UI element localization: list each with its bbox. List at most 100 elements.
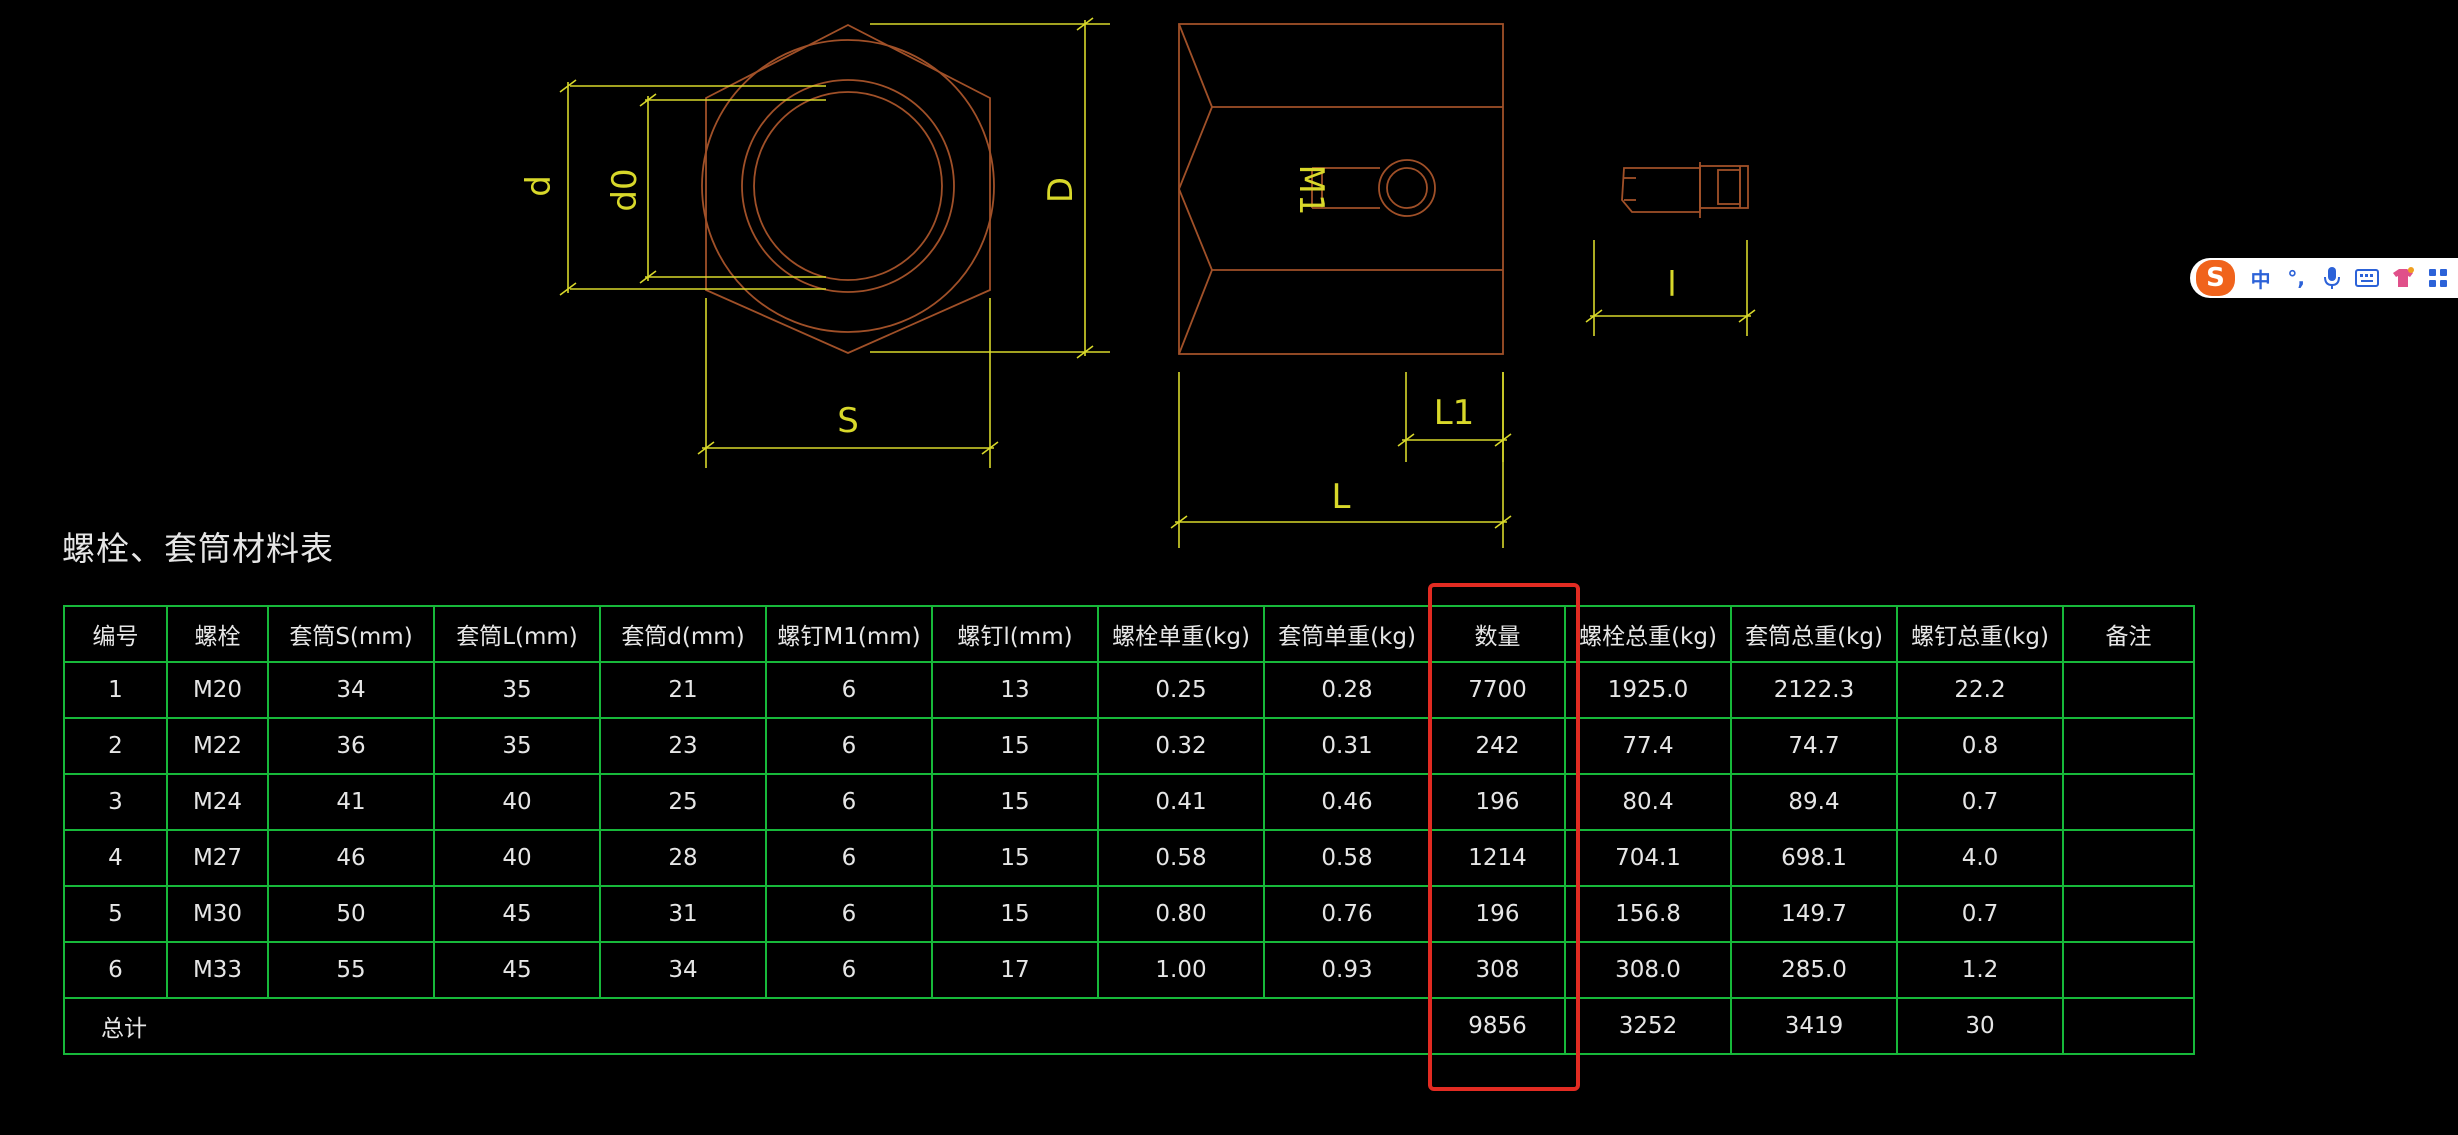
table-cell: 15 [931,773,1099,831]
table-cell: 25 [599,773,767,831]
table-cell: 74.7 [1730,717,1898,775]
table-cell: 15 [931,829,1099,887]
keyboard-icon[interactable] [2351,261,2383,295]
table-cell: 50 [267,885,435,943]
header-cell: 螺栓总重(kg) [1564,605,1732,663]
table-header-row: 编号 螺栓 套筒S(mm) 套筒L(mm) 套筒d(mm) 螺钉M1(mm) 螺… [63,605,2195,663]
table-cell: 6 [765,773,933,831]
table-cell: 0.41 [1097,773,1265,831]
header-cell: 螺栓 [166,605,269,663]
total-quantity: 9856 [1429,997,1566,1055]
table-cell: 1214 [1429,829,1566,887]
table-row: 2 M22 36 35 23 6 15 0.32 0.31 242 77.4 7… [63,717,2195,775]
skin-icon[interactable] [2387,261,2419,295]
table-cell: M27 [166,829,269,887]
table-cell: 35 [433,661,601,719]
table-cell: 308 [1429,941,1566,999]
table-cell: 28 [599,829,767,887]
table-cell: 40 [433,829,601,887]
total-remark [2062,997,2195,1055]
table-cell: 1 [63,661,168,719]
header-cell: 螺钉l(mm) [931,605,1099,663]
table-cell: 2 [63,717,168,775]
table-row: 4 M27 46 40 28 6 15 0.58 0.58 1214 704.1… [63,829,2195,887]
table-cell: M30 [166,885,269,943]
ime-logo-icon[interactable]: S [2196,260,2235,296]
table-cell: M22 [166,717,269,775]
table-cell: 6 [765,661,933,719]
hex-sleeve-front-view: d d0 D S [519,17,1110,468]
screw-view: l [1585,162,1756,336]
total-sleeve-weight: 3419 [1730,997,1898,1055]
table-cell: 4 [63,829,168,887]
table-cell: 80.4 [1564,773,1732,831]
dim-label-L: L [1332,477,1351,517]
table-cell: 13 [931,661,1099,719]
table-cell: 0.8 [1896,717,2064,775]
table-cell: M24 [166,773,269,831]
table-cell: 0.80 [1097,885,1265,943]
dim-label-D: D [1041,177,1081,203]
bom-table[interactable]: 编号 螺栓 套筒S(mm) 套筒L(mm) 套筒d(mm) 螺钉M1(mm) 螺… [63,605,2195,1055]
table-total-row: 总计 9856 3252 3419 30 [63,997,2195,1055]
header-cell: 螺钉总重(kg) [1896,605,2064,663]
table-cell: 196 [1429,773,1566,831]
total-screw-weight: 30 [1896,997,2064,1055]
table-cell: 0.32 [1097,717,1265,775]
table-cell: 0.46 [1263,773,1431,831]
mic-icon[interactable] [2316,261,2348,295]
table-cell: 2122.3 [1730,661,1898,719]
table-cell: 40 [433,773,601,831]
ime-punctuation-toggle[interactable]: °, [2287,266,2305,290]
table-cell: 704.1 [1564,829,1732,887]
table-cell: 149.7 [1730,885,1898,943]
table-row: 1 M20 34 35 21 6 13 0.25 0.28 7700 1925.… [63,661,2195,719]
table-cell: 0.76 [1263,885,1431,943]
table-cell: 21 [599,661,767,719]
table-cell: 698.1 [1730,829,1898,887]
table-cell: 55 [267,941,435,999]
table-cell: 34 [267,661,435,719]
table-cell: 1.2 [1896,941,2064,999]
table-cell: M33 [166,941,269,999]
table-cell: 46 [267,829,435,887]
table-cell [2062,829,2195,887]
table-cell: 0.58 [1097,829,1265,887]
table-cell: 31 [599,885,767,943]
header-cell: 套筒d(mm) [599,605,767,663]
header-cell: 螺钉M1(mm) [765,605,933,663]
table-cell: M20 [166,661,269,719]
table-cell: 34 [599,941,767,999]
table-cell: 6 [765,885,933,943]
cad-drawing[interactable]: d d0 D S M1 L1 L [0,0,2458,580]
table-cell: 6 [765,717,933,775]
table-cell: 89.4 [1730,773,1898,831]
table-cell: 77.4 [1564,717,1732,775]
ime-language-toggle[interactable]: 中 [2250,267,2271,292]
dim-label-M1: M1 [1291,165,1331,216]
total-label: 总计 [63,997,1431,1055]
table-cell: 4.0 [1896,829,2064,887]
ime-toolbar[interactable]: S 中 °, [2190,258,2458,298]
table-cell: 22.2 [1896,661,2064,719]
table-cell: 0.58 [1263,829,1431,887]
dim-label-L1: L1 [1434,393,1475,433]
grid-icon[interactable] [2423,261,2455,295]
table-row: 6 M33 55 45 34 6 17 1.00 0.93 308 308.0 … [63,941,2195,999]
table-cell [2062,661,2195,719]
header-cell: 编号 [63,605,168,663]
table-cell: 35 [433,717,601,775]
table-cell [2062,885,2195,943]
table-cell [2062,941,2195,999]
header-cell: 备注 [2062,605,2195,663]
table-cell: 7700 [1429,661,1566,719]
table-cell: 0.28 [1263,661,1431,719]
table-cell: 6 [765,941,933,999]
table-cell: 0.25 [1097,661,1265,719]
table-cell: 242 [1429,717,1566,775]
table-cell: 17 [931,941,1099,999]
table-cell: 0.7 [1896,773,2064,831]
sleeve-side-view: M1 L1 L [1170,23,1512,548]
total-bolt-weight: 3252 [1564,997,1732,1055]
table-cell: 41 [267,773,435,831]
